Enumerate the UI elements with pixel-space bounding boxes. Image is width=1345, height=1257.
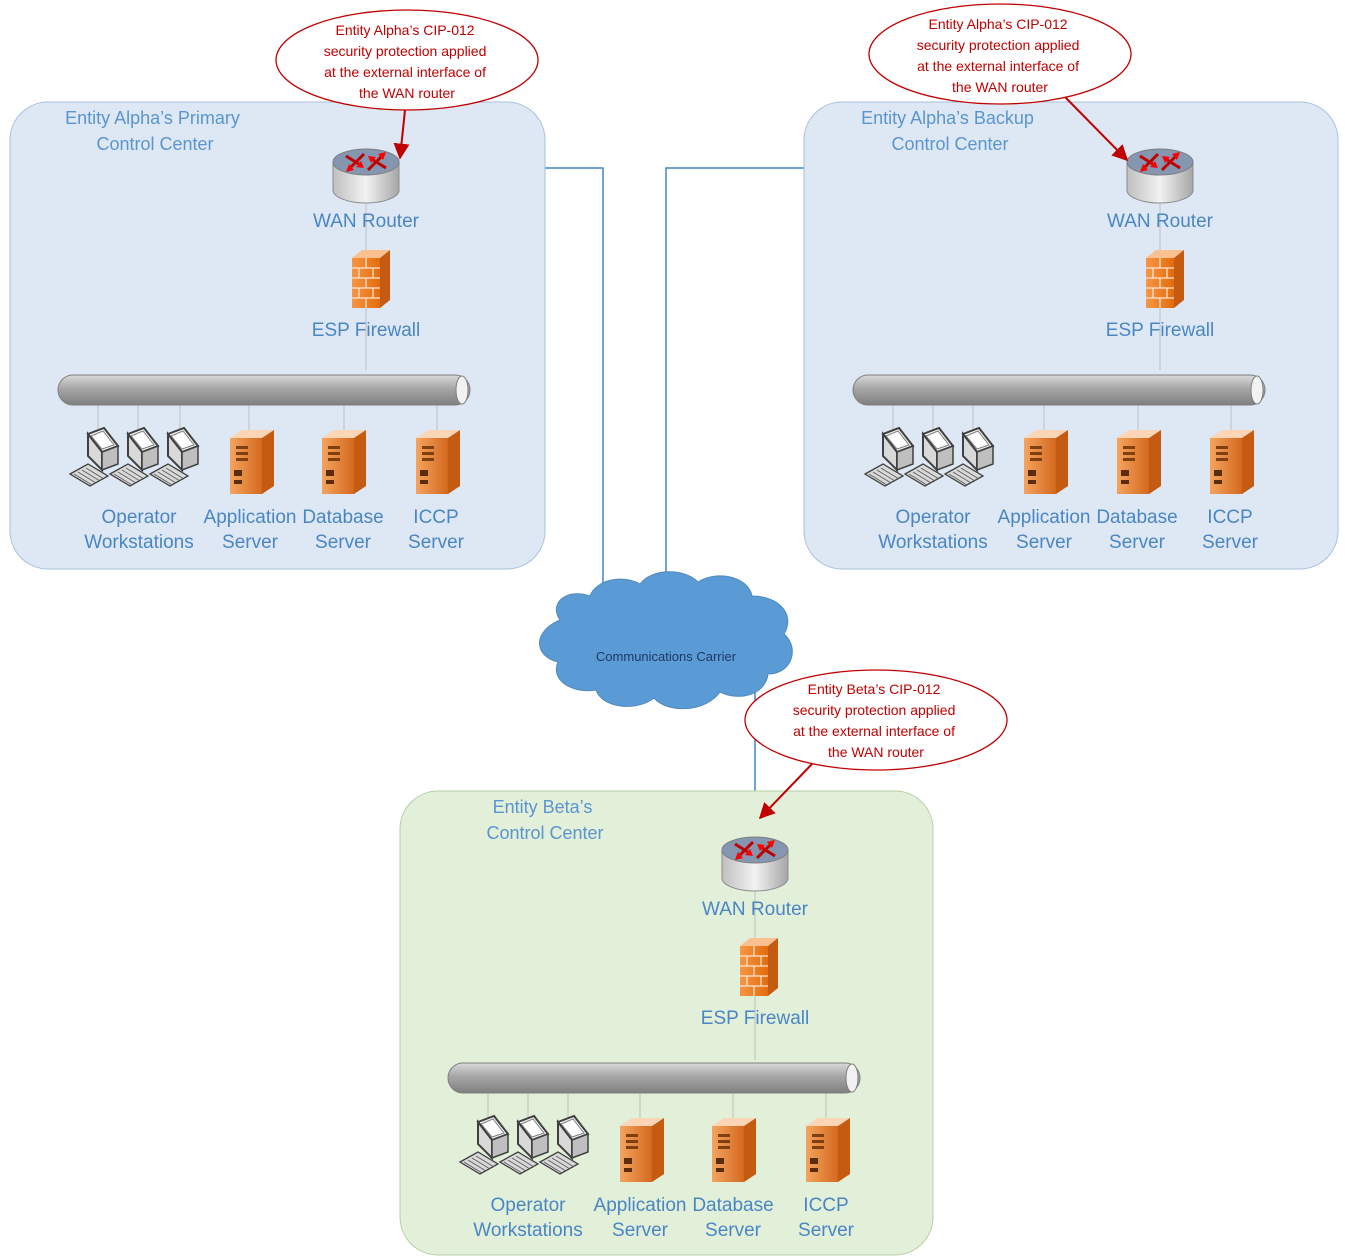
zone-backup-box <box>803 101 1339 570</box>
router-icon <box>720 835 790 893</box>
server-icon <box>1024 430 1068 494</box>
lan-bus <box>852 374 1266 406</box>
zone-backup: Entity Alpha’s Backup Control Center WAN… <box>803 101 1339 570</box>
firewall-label: ESP Firewall <box>312 320 420 341</box>
server-icon <box>620 1118 664 1182</box>
router-label: WAN Router <box>1107 211 1214 232</box>
router-label: WAN Router <box>702 899 809 920</box>
server-icon <box>1117 430 1161 494</box>
router-icon <box>331 147 401 205</box>
cloud-label: Communications Carrier <box>596 649 737 664</box>
server-icon <box>322 430 366 494</box>
firewall-icon <box>1145 249 1185 309</box>
zone-beta-title: Entity Beta’s Control Center <box>486 797 603 843</box>
server-icon <box>1210 430 1254 494</box>
firewall-label: ESP Firewall <box>1106 320 1214 341</box>
zone-primary-title: Entity Alpha’s Primary Control Center <box>65 108 245 154</box>
zone-backup-title: Entity Alpha’s Backup Control Center <box>861 108 1039 154</box>
zone-beta-box <box>399 790 934 1256</box>
server-icon <box>712 1118 756 1182</box>
callout-beta: Entity Beta’s CIP-012 security protectio… <box>744 669 1008 820</box>
firewall-icon <box>739 937 779 997</box>
lan-bus <box>57 374 471 406</box>
firewall-label: ESP Firewall <box>701 1008 809 1029</box>
callout-primary: Entity Alpha’s CIP-012 security protecti… <box>275 9 539 160</box>
firewall-icon <box>351 249 391 309</box>
router-icon <box>1125 147 1195 205</box>
cloud-icon: Communications Carrier <box>539 571 793 710</box>
router-label: WAN Router <box>313 211 420 232</box>
server-icon <box>416 430 460 494</box>
zone-primary: Entity Alpha’s Primary Control Center WA… <box>9 101 546 570</box>
server-icon <box>806 1118 850 1182</box>
lan-bus <box>447 1062 861 1094</box>
svg-text:Entity Alpha’s CIP-012 s: Entity Alpha’s CIP-012 security protecti… <box>324 22 491 101</box>
zone-primary-box <box>9 101 546 570</box>
zone-beta: Entity Beta’s Control Center WAN Router … <box>399 790 934 1256</box>
svg-text:Entity Beta’s CIP-012 se: Entity Beta’s CIP-012 security protectio… <box>793 681 960 760</box>
svg-text:Entity Alpha’s CIP-012 s: Entity Alpha’s CIP-012 security protecti… <box>917 16 1084 95</box>
callout-backup: Entity Alpha’s CIP-012 security protecti… <box>868 3 1132 162</box>
server-icon <box>230 430 274 494</box>
